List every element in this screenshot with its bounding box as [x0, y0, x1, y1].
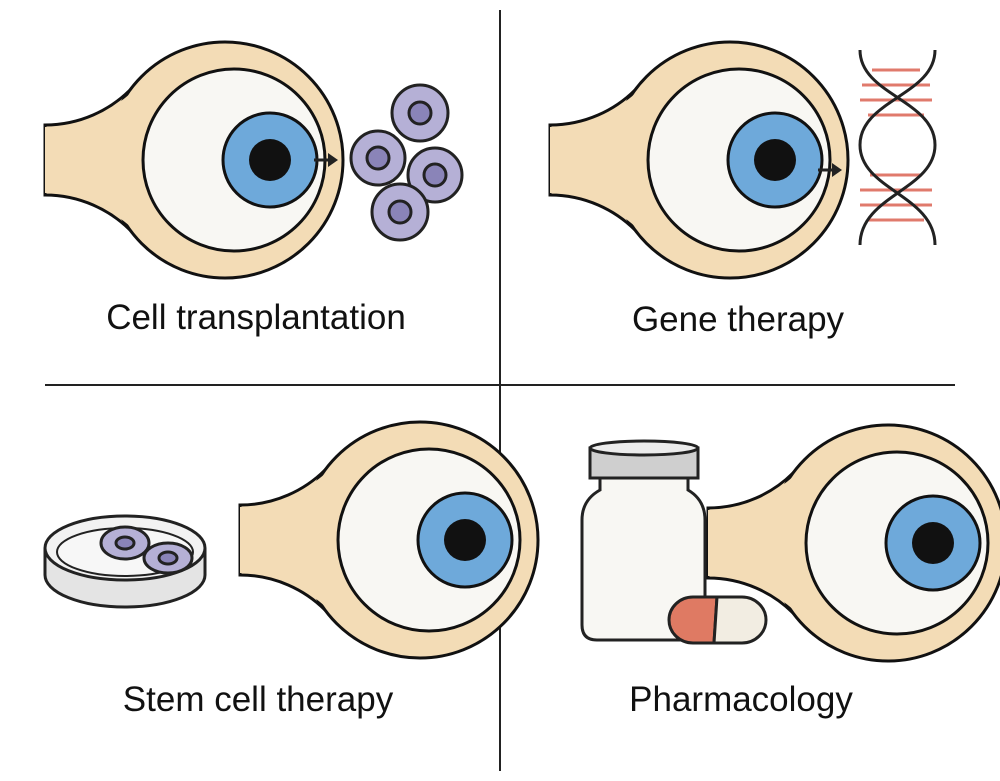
petri-dish-icon [43, 514, 207, 609]
panel-label-stem-cell-therapy: Stem cell therapy [122, 680, 394, 719]
arrow-icon [314, 153, 338, 167]
eye-icon [238, 420, 540, 660]
panel-label-cell-transplantation: Cell transplantation [106, 298, 406, 337]
panel-label-gene-therapy: Gene therapy [631, 300, 845, 339]
eye-icon [548, 40, 850, 280]
panel-label-pharmacology: Pharmacology [629, 680, 853, 719]
arrow-icon [818, 163, 842, 177]
cells-icon [349, 83, 464, 242]
medicine-bottle-icon [580, 439, 707, 642]
eye-icon [43, 40, 345, 280]
capsule-icon [667, 595, 768, 645]
dna-icon [858, 49, 937, 246]
